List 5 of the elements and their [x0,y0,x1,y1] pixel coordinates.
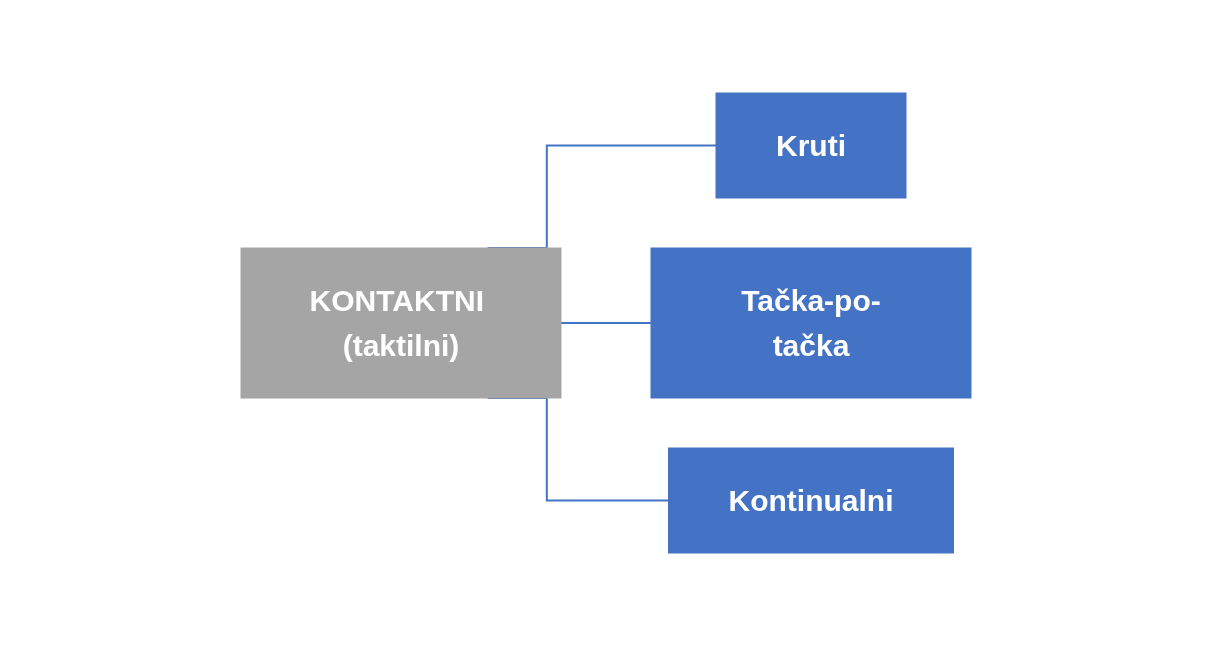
node-box: Kontinualni [668,447,954,554]
node-box: Tačka-po-tačka [650,247,972,399]
node-box: Kruti [715,92,907,199]
node-box: KONTAKTNI (taktilni) [240,247,562,399]
connector [560,322,652,324]
